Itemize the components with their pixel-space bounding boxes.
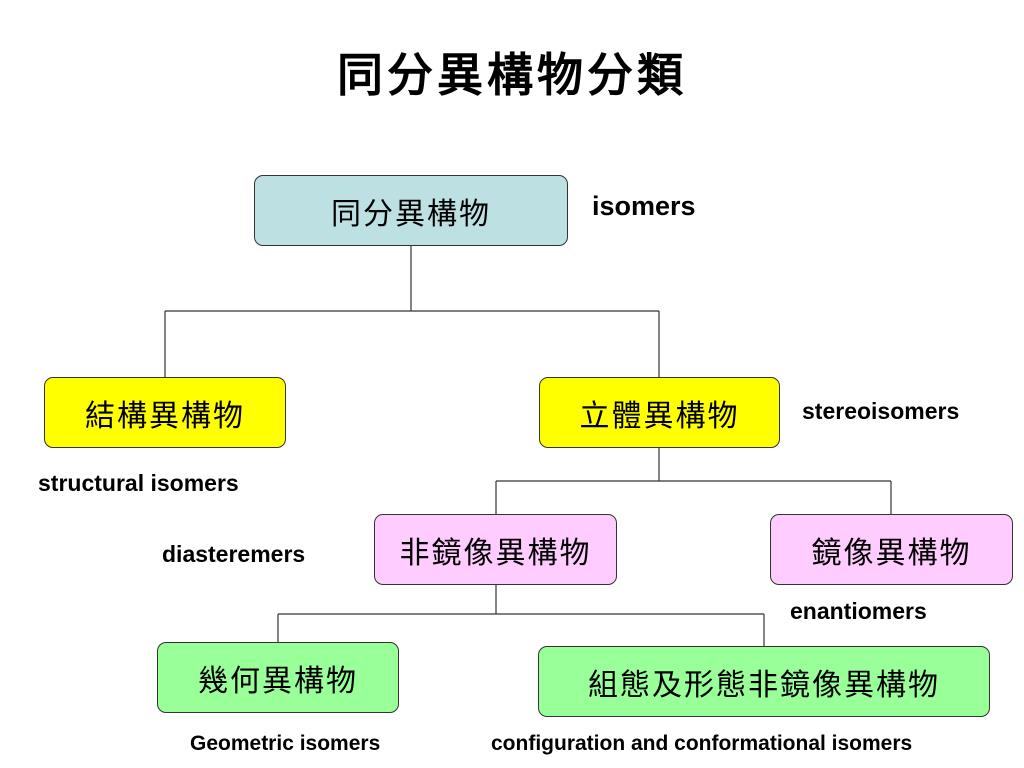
node-diastereomers: 非鏡像異構物 <box>374 514 617 585</box>
node-geometric-isomers-label: 幾何異構物 <box>198 663 358 699</box>
node-stereoisomers: 立體異構物 <box>539 377 780 448</box>
node-isomers: 同分異構物 <box>254 175 568 246</box>
label-structural-isomers: structural isomers <box>38 470 239 496</box>
node-conformational-isomers: 組態及形態非鏡像異構物 <box>538 646 990 717</box>
node-enantiomers: 鏡像異構物 <box>770 514 1013 585</box>
label-conformational-isomers: configuration and conformational isomers <box>491 732 913 755</box>
node-structural-isomers-label: 結構異構物 <box>85 398 245 434</box>
label-isomers: isomers <box>592 191 696 221</box>
node-enantiomers-label: 鏡像異構物 <box>811 535 972 571</box>
node-diastereomers-label: 非鏡像異構物 <box>399 535 592 571</box>
label-enantiomers: enantiomers <box>790 598 927 624</box>
node-structural-isomers: 結構異構物 <box>44 377 286 448</box>
page-title: 同分異構物分類 <box>337 48 687 102</box>
node-conformational-isomers-label: 組態及形態非鏡像異構物 <box>588 667 940 703</box>
node-geometric-isomers: 幾何異構物 <box>157 642 399 713</box>
label-diastereomers: diasteremers <box>162 541 306 567</box>
node-isomers-label: 同分異構物 <box>331 196 491 232</box>
label-stereoisomers: stereoisomers <box>802 398 960 424</box>
node-stereoisomers-label: 立體異構物 <box>579 398 740 434</box>
label-geometric-isomers: Geometric isomers <box>190 732 381 755</box>
